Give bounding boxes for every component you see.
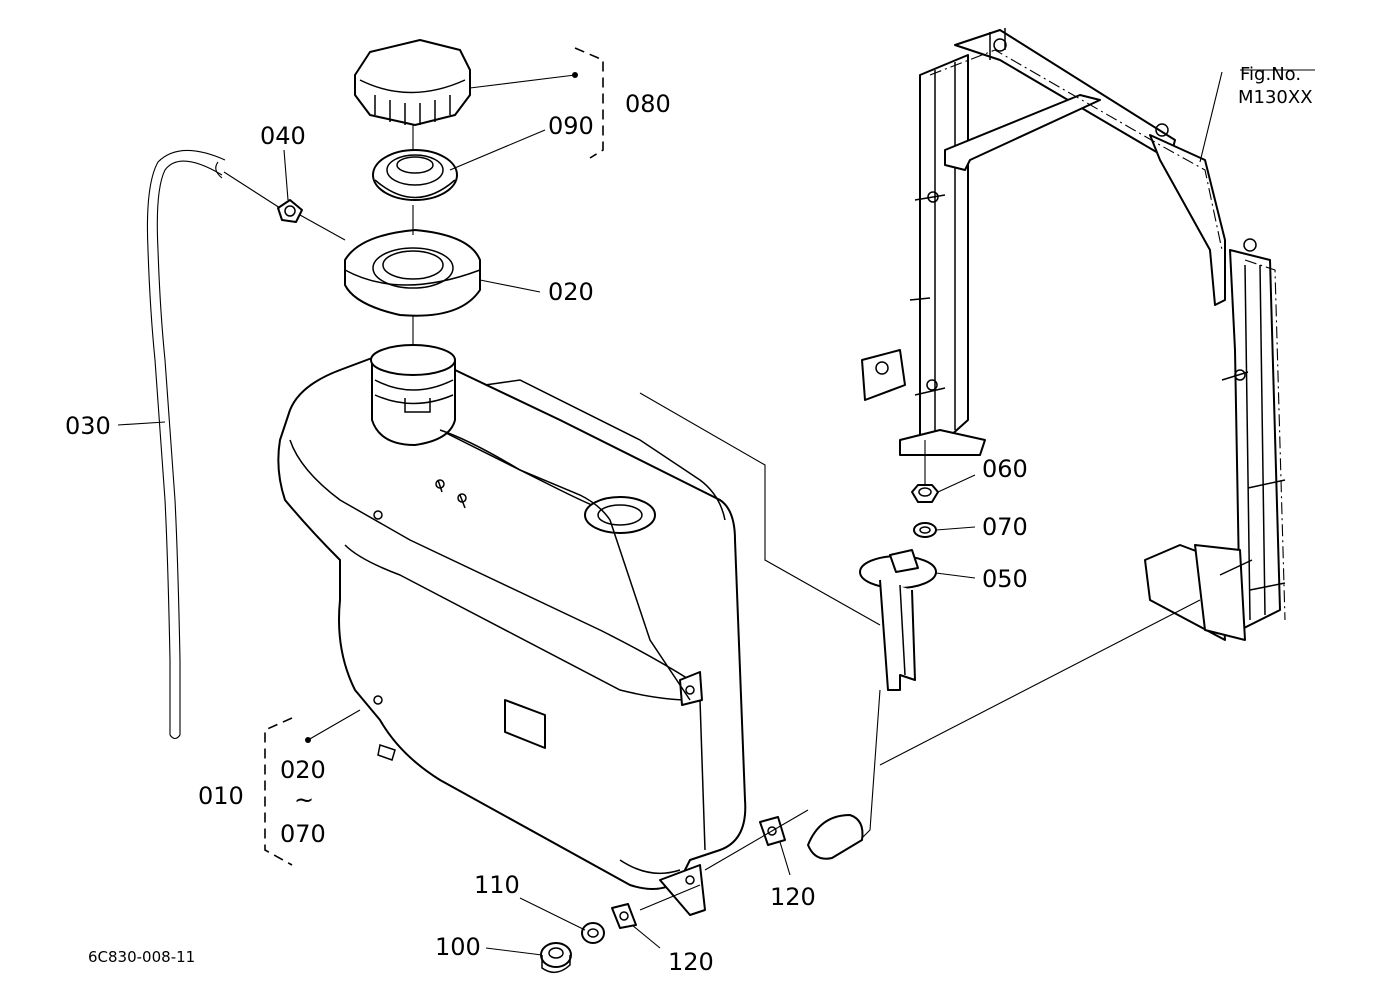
callout-070: 070 [982, 513, 1028, 541]
callout-range-mark: ~ [294, 786, 314, 814]
leader-lines [117, 69, 1315, 956]
breather-hose [146, 149, 226, 740]
callout-020-ring: 020 [548, 278, 594, 306]
callout-090: 090 [548, 112, 594, 140]
frame-bracket [861, 28, 1286, 641]
cap-gasket [372, 149, 458, 201]
callout-100: 100 [435, 933, 481, 961]
callout-030: 030 [65, 412, 111, 440]
hose-clip [277, 199, 303, 223]
group-bracket-010 [264, 717, 293, 866]
rubber-pad-120-lower [611, 903, 637, 929]
callout-050: 050 [982, 565, 1028, 593]
callout-110: 110 [474, 871, 520, 899]
callout-040: 040 [260, 122, 306, 150]
group-bracket-080 [574, 47, 604, 159]
figure-number-code: M130XX [1238, 87, 1313, 108]
nut-100 [540, 942, 572, 974]
callout-070-range: 070 [280, 820, 326, 848]
washer-070 [913, 522, 937, 538]
nut-060 [911, 484, 939, 503]
callout-020-range: 020 [280, 756, 326, 784]
drawing-code: 6C830-008-11 [88, 948, 195, 966]
fuel-tank [277, 344, 747, 916]
fuel-level-sender [807, 549, 937, 860]
callout-120-upper: 120 [770, 883, 816, 911]
callout-060: 060 [982, 455, 1028, 483]
washer-110 [581, 922, 605, 944]
callout-080: 080 [625, 90, 671, 118]
filler-ring [344, 229, 481, 317]
callout-120-lower: 120 [668, 948, 714, 976]
figure-number-label: Fig.No. [1240, 64, 1301, 85]
callout-010: 010 [198, 782, 244, 810]
fuel-cap [354, 39, 471, 126]
